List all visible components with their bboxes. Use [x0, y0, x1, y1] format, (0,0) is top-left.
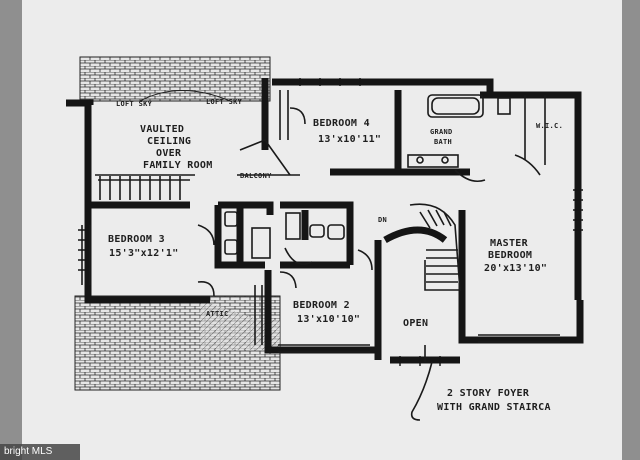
master-bedroom-label-1: MASTER: [490, 238, 528, 249]
vaulted-ceiling-label-2: CEILING: [147, 136, 192, 147]
interior-details: [81, 90, 560, 421]
down-stairs-label: DN: [378, 216, 388, 224]
bedroom3-name: BEDROOM 3: [108, 234, 165, 245]
vaulted-ceiling-label-4: FAMILY ROOM: [143, 160, 213, 171]
loft-sky-right-label: LOFT SKY: [206, 98, 243, 106]
walls: [66, 78, 584, 364]
caption-line-1: 2 STORY FOYER: [447, 388, 530, 399]
balcony-label: BALCONY: [240, 172, 272, 180]
grand-bath-label-1: GRAND: [430, 128, 453, 136]
watermark-logo: bright MLS: [0, 444, 80, 460]
wic-label: W.I.C.: [536, 122, 564, 130]
bedroom2-name: BEDROOM 2: [293, 300, 350, 311]
open-foyer-label: OPEN: [403, 318, 429, 329]
vaulted-ceiling-label-3: OVER: [156, 148, 182, 159]
vaulted-ceiling-label-1: VAULTED: [140, 124, 185, 135]
bedroom3-size: 15'3"x12'1": [109, 248, 179, 259]
master-bedroom-size: 20'x13'10": [484, 263, 548, 274]
master-bedroom-label-2: BEDROOM: [488, 250, 533, 261]
grand-bath-label-2: BATH: [434, 138, 453, 146]
bedroom4-size: 13'x10'11": [318, 134, 382, 145]
caption-line-2: WITH GRAND STAIRCA: [437, 402, 551, 413]
bedroom2-size: 13'x10'10": [297, 314, 361, 325]
bedroom4-name: BEDROOM 4: [313, 118, 370, 129]
attic-label: ATTIC: [206, 310, 229, 318]
loft-sky-left-label: LOFT SKY: [116, 100, 153, 108]
